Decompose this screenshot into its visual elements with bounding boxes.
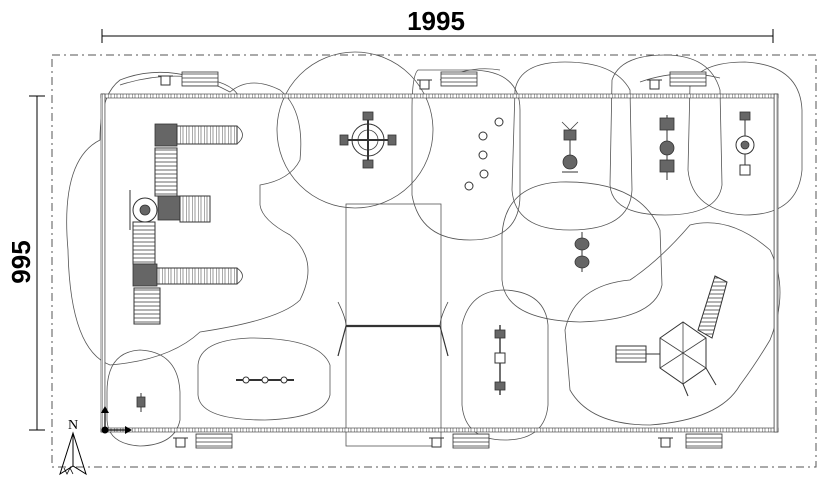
bin-icon xyxy=(173,437,188,448)
origin-marker xyxy=(101,406,132,434)
springer-small xyxy=(136,393,146,412)
play-tower-complex xyxy=(129,123,243,325)
hexagon-climber xyxy=(615,275,728,397)
play-area-border xyxy=(100,93,779,433)
bench xyxy=(195,433,233,449)
bin-icon xyxy=(658,437,673,448)
balance-post xyxy=(494,325,506,395)
safety-zones xyxy=(66,51,803,447)
bench xyxy=(440,71,478,87)
site-boundary xyxy=(51,54,817,468)
bench xyxy=(452,433,490,449)
height-dimension: 995 xyxy=(6,95,45,431)
bin-icon xyxy=(647,79,662,90)
swing-set xyxy=(337,301,449,357)
north-label: N xyxy=(68,418,78,433)
bench xyxy=(685,433,723,449)
bin-icon xyxy=(158,75,173,86)
width-dimension-label: 1995 xyxy=(407,6,465,36)
bench xyxy=(181,71,219,87)
north-arrow: N xyxy=(59,418,87,476)
bin-icon xyxy=(417,79,432,90)
stepping-posts xyxy=(464,117,504,191)
width-dimension: 1995 xyxy=(101,6,774,43)
bench xyxy=(669,71,707,87)
benches xyxy=(181,71,723,449)
spring-rocker xyxy=(561,121,579,173)
rocker xyxy=(574,232,590,272)
litter-bins xyxy=(158,75,673,448)
see-saw xyxy=(659,115,675,180)
spinner xyxy=(735,111,755,176)
height-dimension-label: 995 xyxy=(6,240,36,283)
carousel xyxy=(339,111,397,169)
bin-icon xyxy=(429,437,444,448)
balance-beam xyxy=(236,376,294,384)
